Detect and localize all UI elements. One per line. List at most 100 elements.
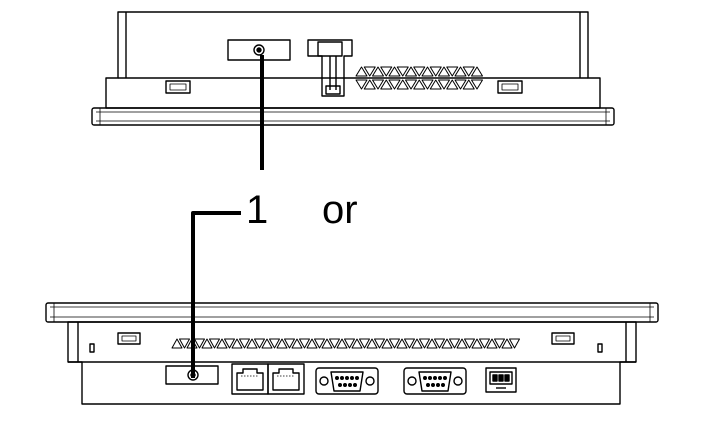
vent-slot — [171, 338, 183, 349]
vent-slot — [471, 79, 483, 90]
vent-slot — [438, 66, 450, 77]
serial-port-2 — [403, 367, 467, 395]
vent-slot — [426, 338, 438, 349]
vent-slot — [380, 66, 393, 77]
vent-slot — [321, 338, 333, 349]
vent-slot — [216, 338, 228, 349]
vent-slot — [306, 338, 318, 349]
vent-slot — [231, 338, 243, 349]
vent-slot — [344, 338, 355, 349]
top-mounting-slot-right — [497, 80, 523, 94]
vent-slot — [372, 79, 384, 90]
vent-slot — [419, 338, 430, 349]
vent-slot — [456, 338, 468, 349]
top-mounting-slot-left — [165, 80, 191, 94]
vent-slot — [329, 338, 340, 349]
vent-slot — [405, 66, 417, 77]
vent-slot — [429, 66, 442, 77]
vent-slot — [261, 338, 273, 349]
bottom-battery-cover — [165, 365, 219, 385]
vent-slot — [291, 338, 303, 349]
top-battery-cover — [227, 39, 291, 61]
vent-slot — [413, 79, 426, 90]
bottom-front-bezel — [45, 302, 659, 323]
vent-slot — [494, 338, 505, 349]
vent-slot — [429, 79, 442, 90]
top-view — [91, 11, 615, 170]
bottom-mounting-slot-right — [551, 332, 575, 345]
vent-slot — [314, 338, 325, 349]
vent-slot — [413, 66, 426, 77]
vent-slot — [366, 338, 378, 349]
vent-slot — [239, 338, 250, 349]
vent-slot — [486, 338, 498, 349]
vent-slot — [446, 66, 459, 77]
vent-slot — [454, 79, 467, 90]
vent-slot — [509, 338, 520, 349]
vent-slot — [471, 66, 483, 77]
bottom-housing — [67, 321, 637, 405]
vent-slot — [381, 338, 393, 349]
vent-slot — [464, 338, 475, 349]
callout-or-label: or — [322, 188, 358, 232]
vent-slot — [405, 79, 417, 90]
vent-slot — [363, 66, 376, 77]
vent-slot — [209, 338, 220, 349]
bottom-view — [45, 302, 659, 405]
vent-slot — [441, 338, 453, 349]
vent-slot — [388, 79, 401, 90]
ethernet-port-1 — [231, 363, 269, 395]
vent-slot — [355, 66, 368, 77]
vent-slot — [411, 338, 423, 349]
callout-number-label: 1 — [246, 188, 269, 232]
top-vent-grille — [355, 66, 483, 90]
vent-slot — [336, 338, 348, 349]
vent-slot — [404, 338, 415, 349]
vent-slot — [471, 338, 483, 349]
vent-slot — [388, 66, 401, 77]
vent-slot — [421, 79, 434, 90]
power-connector — [485, 367, 517, 393]
vent-slot — [438, 79, 450, 90]
vent-slot — [179, 338, 190, 349]
vent-slot — [454, 66, 467, 77]
vent-slot — [355, 79, 368, 90]
vent-slot — [396, 79, 409, 90]
vent-slot — [224, 338, 235, 349]
vent-slot — [201, 338, 213, 349]
vent-slot — [374, 338, 385, 349]
vent-slot — [396, 66, 409, 77]
bottom-side-lock-right — [597, 343, 603, 353]
vent-slot — [421, 66, 434, 77]
vent-slot — [380, 79, 393, 90]
bottom-mounting-slot-left — [117, 332, 141, 345]
serial-port-1 — [315, 367, 379, 395]
vent-slot — [186, 338, 198, 349]
bottom-side-lock-left — [89, 343, 95, 353]
vent-slot — [359, 338, 370, 349]
vent-slot — [462, 79, 475, 90]
vent-slot — [479, 338, 490, 349]
vent-slot — [284, 338, 295, 349]
vent-slot — [351, 338, 363, 349]
vent-slot — [449, 338, 460, 349]
vent-slot — [254, 338, 265, 349]
vent-slot — [501, 338, 513, 349]
vent-slot — [462, 66, 475, 77]
vent-slot — [276, 338, 288, 349]
vent-slot — [269, 338, 280, 349]
vent-slot — [389, 338, 400, 349]
vent-slot — [434, 338, 445, 349]
vent-slot — [396, 338, 408, 349]
top-front-bezel — [91, 107, 615, 126]
vent-slot — [372, 66, 384, 77]
ethernet-port-2 — [267, 363, 305, 395]
vent-slot — [363, 79, 376, 90]
top-din-clip — [307, 39, 353, 97]
vent-slot — [194, 338, 205, 349]
bottom-vent-grille — [171, 338, 520, 349]
vent-slot — [299, 338, 310, 349]
bottom-leader-line — [191, 211, 241, 378]
vent-slot — [446, 79, 459, 90]
